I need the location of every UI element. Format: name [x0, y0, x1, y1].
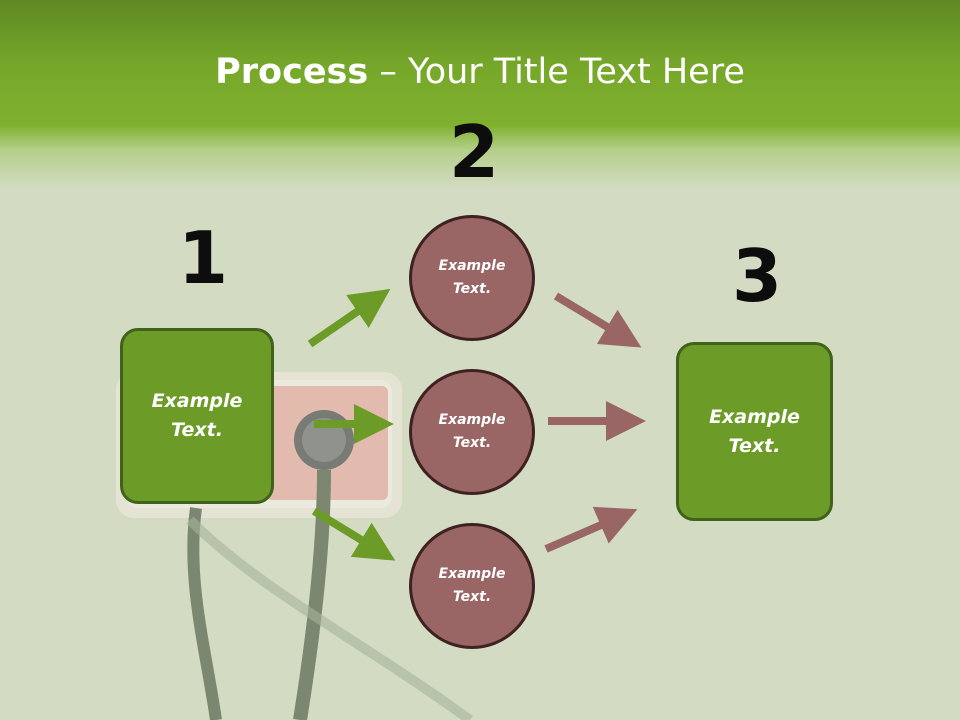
- title-rest: – Your Title Text Here: [368, 52, 745, 92]
- arrow-up-right-icon: [307, 288, 391, 348]
- header-band: [0, 0, 960, 190]
- step-3-box: Example Text.: [676, 342, 833, 521]
- arrow-up-right-icon: [544, 506, 638, 553]
- step-number-2: 2: [449, 110, 500, 194]
- slide-title: Process – Your Title Text Here: [0, 52, 960, 92]
- step-2-circle-middle: Example Text.: [409, 369, 535, 495]
- title-bold: Process: [215, 52, 369, 92]
- arrow-down-right-icon: [553, 292, 642, 348]
- arrow-down-right-icon: [311, 507, 396, 561]
- step-number-3: 3: [732, 234, 783, 318]
- step-number-1: 1: [178, 216, 229, 300]
- step-2-circle-bottom: Example Text.: [409, 523, 535, 649]
- step-2-circle-top: Example Text.: [409, 215, 535, 341]
- step-1-box: Example Text.: [120, 328, 274, 504]
